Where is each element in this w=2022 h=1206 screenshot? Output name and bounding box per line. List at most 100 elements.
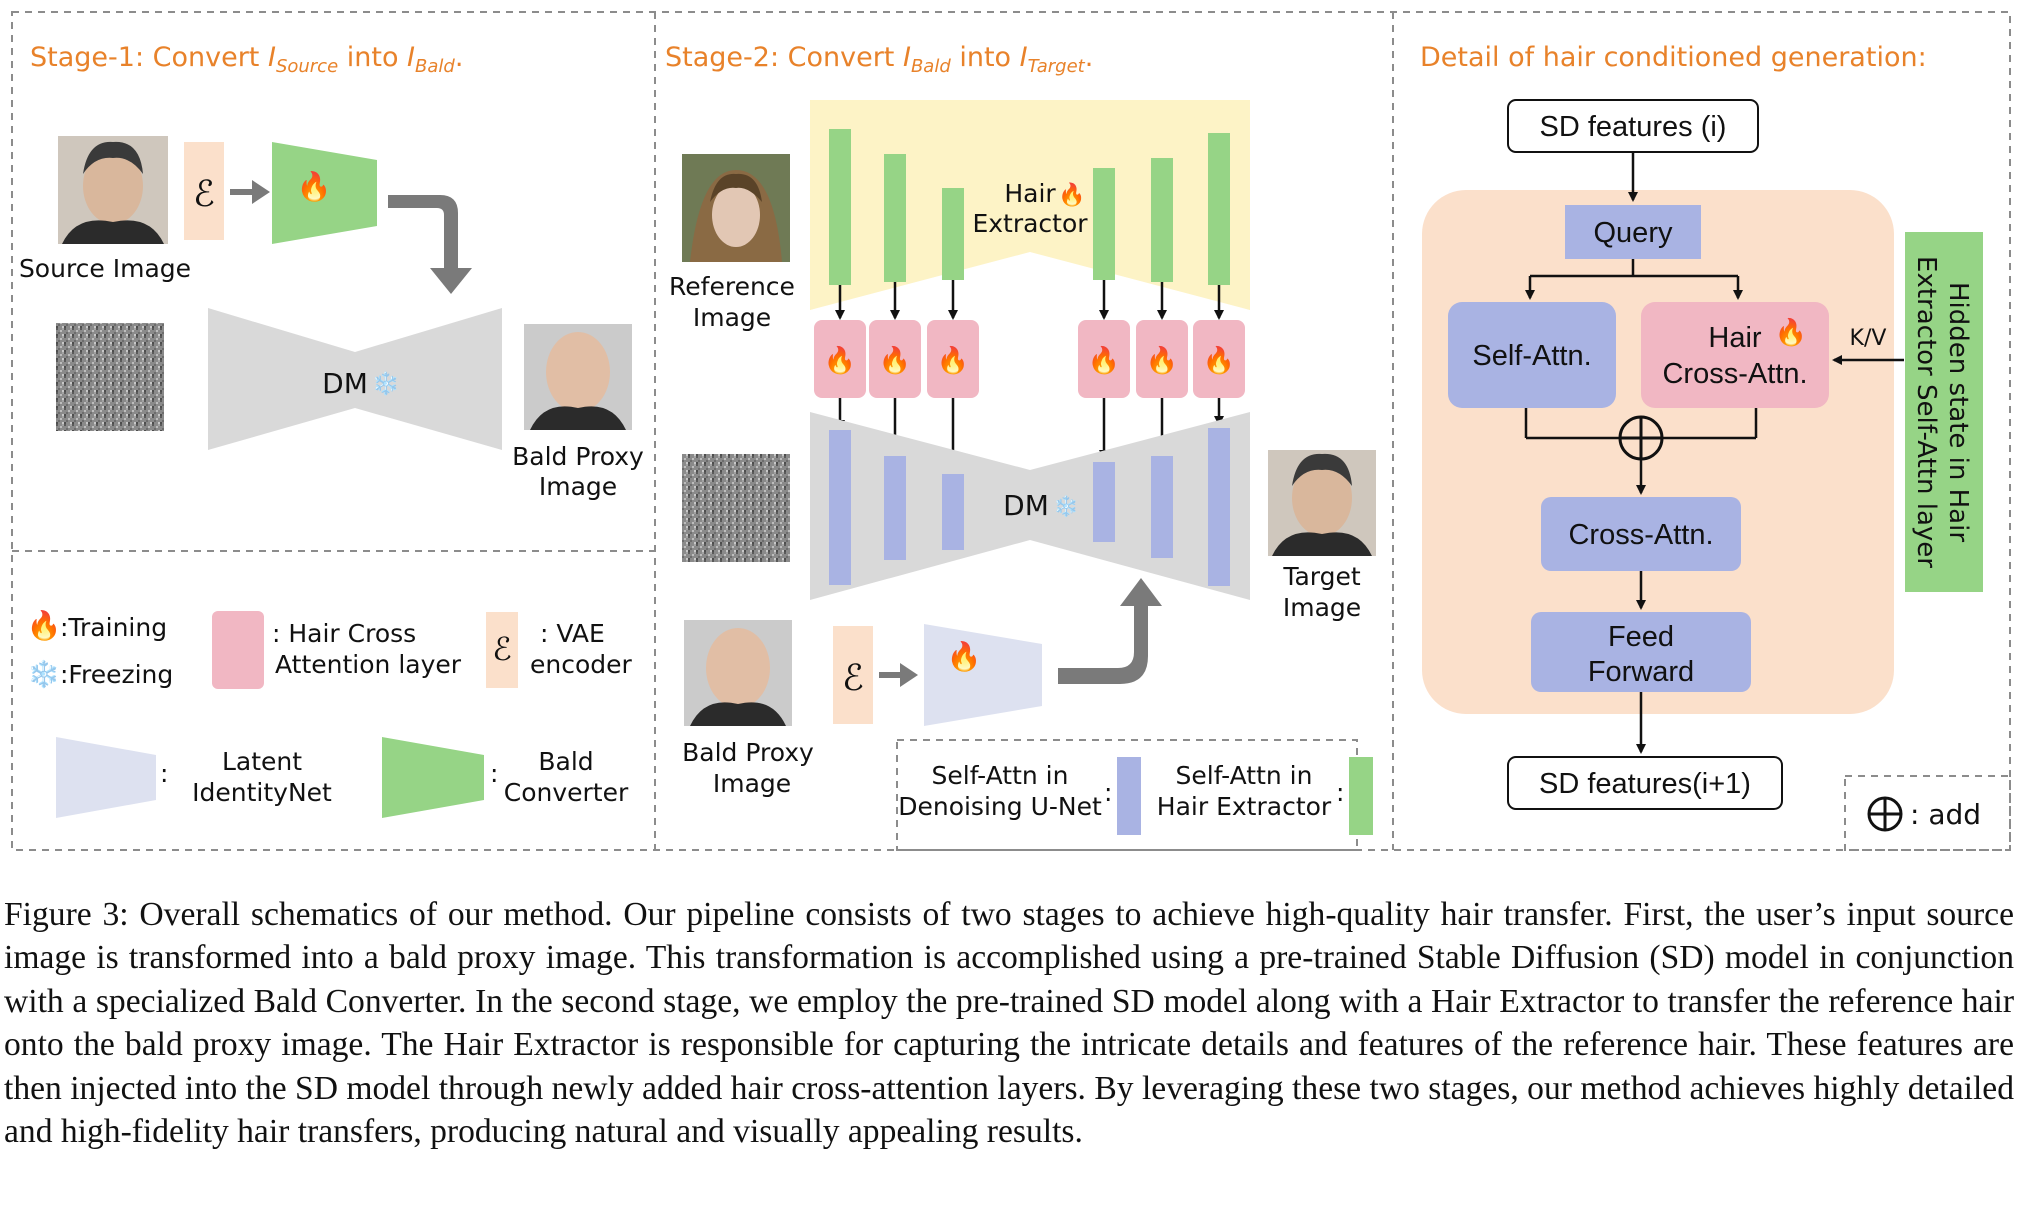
arrow-vae-to-identitynet xyxy=(879,663,918,687)
legend-latent-identitynet-swatch xyxy=(56,737,156,818)
sd-features-output-box xyxy=(1507,756,1783,810)
bald-converter-stage1 xyxy=(272,142,377,244)
snowflake-icon: ❄️ xyxy=(372,371,399,397)
stage1-title: Stage-1: Convert ISource into IBald. xyxy=(30,42,463,77)
arrow-identitynet-to-dm xyxy=(1058,578,1162,684)
extractor-to-hca-arrows xyxy=(835,280,1224,320)
legend-training: :Training xyxy=(60,613,167,642)
cross-attn-label: Cross-Attn. xyxy=(1568,519,1713,551)
legend-vae-swatch xyxy=(486,612,518,688)
target-label-line1: Target xyxy=(1282,562,1361,591)
add-legend-label: : add xyxy=(1910,798,1981,831)
legend-vae-line1: : VAE xyxy=(540,619,605,648)
dm-label-stage2: DM xyxy=(1003,489,1049,522)
sd-features-output-label: SD features(i+1) xyxy=(1539,768,1751,800)
legend-bald-line2: Converter xyxy=(504,778,629,807)
legend-latent-line1: Latent xyxy=(222,747,302,776)
self-attn-unet-colon: : xyxy=(1104,778,1112,807)
hair-cross-attention-layers xyxy=(814,320,1245,398)
hair-cross-attn-fire-icon: 🔥 xyxy=(1775,317,1807,348)
feed-forward-label-line1: Feed xyxy=(1608,621,1674,653)
vae-encoder-stage1 xyxy=(184,142,224,240)
legend-fire-icon: 🔥 xyxy=(27,609,62,642)
reference-label-line1: Reference xyxy=(669,272,795,301)
figure-caption: Figure 3: Overall schematics of our meth… xyxy=(4,896,2014,1151)
vae-symbol-stage2: ℰ xyxy=(842,658,864,699)
noise-image-stage1 xyxy=(56,323,164,431)
feed-forward-label-line2: Forward xyxy=(1588,656,1694,688)
svg-text:🔥: 🔥 xyxy=(1203,345,1235,376)
feed-forward-box xyxy=(1531,612,1751,692)
legend-bald-colon: : xyxy=(490,759,498,788)
source-image-label: Source Image xyxy=(19,254,191,283)
self-attn-hair-swatch xyxy=(1349,757,1373,835)
legend-latent-colon: : xyxy=(160,759,168,788)
hair-cross-attn-box xyxy=(1641,302,1829,408)
self-attn-unet-legend-line2: Denoising U-Net xyxy=(898,792,1102,821)
method-diagram: Stage-1: Convert ISource into IBald. Sou… xyxy=(11,11,2011,851)
arrow-converter-to-dm xyxy=(388,195,472,294)
self-attn-box xyxy=(1448,302,1616,408)
hidden-state-label-line2: Extractor Self-Attn layer xyxy=(1911,256,1941,568)
latent-identitynet xyxy=(924,624,1042,726)
hca-fire-icons: 🔥 🔥 🔥 🔥 🔥 🔥 xyxy=(824,345,1235,376)
legend-vae-symbol: ℰ xyxy=(492,630,511,668)
kv-label: K/V xyxy=(1850,326,1887,351)
legend-snow-icon: ❄️ xyxy=(28,659,60,690)
vae-encoder-stage2 xyxy=(833,626,873,724)
self-attn-unet-swatch xyxy=(1117,757,1141,835)
bald-proxy-image-stage1 xyxy=(524,324,632,430)
hair-cross-attn-label-line2: Cross-Attn. xyxy=(1662,358,1807,390)
reference-image xyxy=(682,154,790,262)
bald-proxy-label-stage2-line2: Image xyxy=(713,769,791,798)
fire-icon: 🔥 xyxy=(297,170,332,203)
query-label: Query xyxy=(1594,217,1673,249)
legend-vae-line2: encoder xyxy=(530,650,633,679)
query-fork-arrows xyxy=(1525,259,1743,300)
stage2-title: Stage-2: Convert IBald into ITarget. xyxy=(665,42,1093,77)
reference-label-line2: Image xyxy=(693,303,771,332)
svg-text:🔥: 🔥 xyxy=(1146,345,1178,376)
self-attn-hair-colon: : xyxy=(1336,778,1344,807)
bald-proxy-label-stage1-line2: Image xyxy=(539,472,617,501)
target-image xyxy=(1268,450,1376,556)
query-box xyxy=(1565,205,1701,259)
hidden-state-label-line1: Hidden state in Hair xyxy=(1943,282,1973,542)
add-legend-icon xyxy=(1867,796,1903,832)
target-label-line2: Image xyxy=(1283,593,1361,622)
legend-latent-line2: IdentityNet xyxy=(192,778,332,807)
legend-hair-cross-attn-swatch xyxy=(212,611,264,689)
dm-label-stage1: DM xyxy=(322,367,368,400)
vae-symbol-stage1: ℰ xyxy=(193,174,215,215)
hair-extractor-label-line2: Extractor xyxy=(972,209,1088,238)
bald-proxy-label-stage2-line1: Bald Proxy xyxy=(682,738,814,767)
svg-text:🔥: 🔥 xyxy=(937,345,969,376)
svg-text:🔥: 🔥 xyxy=(1088,345,1120,376)
hair-extractor-fire-icon: 🔥 xyxy=(1058,182,1085,208)
self-attn-unet-legend-line1: Self-Attn in xyxy=(932,761,1069,790)
panel-borders xyxy=(11,11,2011,851)
hidden-state-box xyxy=(1905,232,1983,592)
cross-attn-box xyxy=(1541,497,1741,571)
denoising-unet-self-attn-bars xyxy=(829,428,1230,586)
legend-bald-converter-swatch xyxy=(382,737,484,818)
legend-bald-line1: Bald xyxy=(538,747,593,776)
hair-extractor-label-line1: Hair xyxy=(1004,179,1056,208)
self-attn-hair-legend-line1: Self-Attn in xyxy=(1176,761,1313,790)
self-attn-label: Self-Attn. xyxy=(1472,340,1591,372)
noise-image-stage2 xyxy=(682,454,790,562)
dm-stage2-snowflake-icon: ❄️ xyxy=(1054,494,1079,518)
bald-proxy-image-stage2 xyxy=(684,620,792,726)
svg-text:🔥: 🔥 xyxy=(824,345,856,376)
hair-extractor-self-attn-bars xyxy=(829,129,1230,285)
add-operator-icon xyxy=(1618,415,1664,461)
self-attn-hair-legend-line2: Hair Extractor xyxy=(1157,792,1332,821)
detail-title: Detail of hair conditioned generation: xyxy=(1420,42,1927,73)
identitynet-fire-icon: 🔥 xyxy=(947,640,982,673)
svg-text:🔥: 🔥 xyxy=(879,345,911,376)
diffusion-model-unet xyxy=(810,412,1250,600)
bald-proxy-label-stage1-line1: Bald Proxy xyxy=(512,442,644,471)
source-image xyxy=(58,136,168,244)
legend-freezing: :Freezing xyxy=(60,660,173,689)
sd-features-input-label: SD features (i) xyxy=(1540,111,1727,143)
